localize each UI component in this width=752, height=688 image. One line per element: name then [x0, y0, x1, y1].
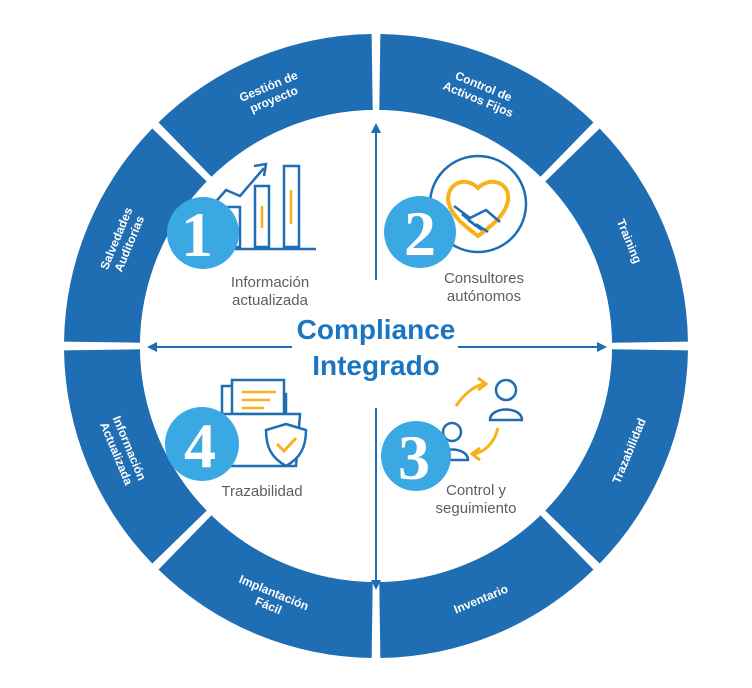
ring-segment-implantacion: [158, 515, 373, 658]
quadrant-1-label-line2: actualizada: [232, 292, 309, 309]
number-4: 4: [184, 410, 216, 481]
center-title-line2: Integrado: [312, 350, 440, 381]
quadrant-4: 4 Trazabilidad: [165, 378, 308, 500]
quadrant-3-label-line1: Control y: [446, 482, 507, 499]
center-title-line1: Compliance: [297, 314, 456, 345]
number-badge-4: [165, 407, 239, 481]
quadrant-2-label-line2: autónomos: [447, 288, 521, 305]
number-badge-1: [167, 197, 239, 269]
ring-segment-trazabilidad: [545, 349, 688, 564]
number-3: 3: [398, 422, 430, 493]
ring-segment-inventario: [379, 515, 594, 658]
quadrant-3: 3 Control y seguimiento: [381, 376, 524, 517]
number-1: 1: [181, 199, 213, 270]
number-badge-2: [384, 196, 456, 268]
ring-segment-control-activos: [379, 34, 594, 177]
quadrant-2-label-line1: Consultores: [444, 270, 524, 287]
ring-segment-training: [545, 128, 688, 343]
number-2: 2: [404, 198, 436, 269]
axes: [147, 123, 607, 590]
ring-segment-informacion: [64, 349, 207, 564]
quadrant-1: 1 Información actualizada: [167, 162, 316, 309]
quadrant-2: 2 Consultores autónomos: [384, 154, 528, 305]
quadrant-4-label-line1: Trazabilidad: [221, 483, 302, 500]
ring-segment-gestion: [158, 34, 373, 177]
quadrant-1-label-line1: Información: [231, 274, 309, 291]
ring-segment-salvedades: [64, 128, 207, 343]
number-badge-3: [381, 421, 451, 491]
quadrant-3-label-line2: seguimiento: [436, 500, 517, 517]
people-exchange-icon: [434, 376, 524, 462]
